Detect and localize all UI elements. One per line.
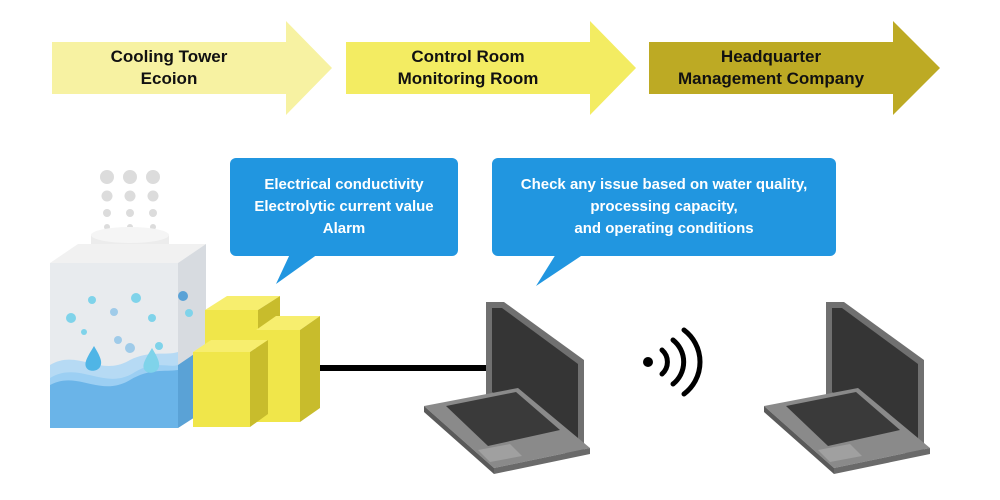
stage-arrow-control-room: [346, 21, 636, 115]
callout-line: processing capacity,: [590, 198, 738, 215]
callout-bubble-2: [492, 158, 836, 286]
callout-line: Alarm: [322, 220, 366, 237]
stage-title: Cooling Tower: [110, 47, 228, 66]
stage-label-headquarter: Headquarter Management Company: [653, 46, 889, 90]
callout-line: Check any issue based on water quality,: [520, 176, 808, 193]
laptop-icon: [764, 302, 930, 474]
callout-line: and operating conditions: [574, 220, 754, 237]
callout-text-2: Check any issue based on water quality, …: [492, 174, 836, 240]
stage-label-control-room: Control Room Monitoring Room: [350, 46, 586, 90]
ecoion-device-icon: [193, 296, 320, 427]
stage-title: Control Room: [411, 47, 525, 66]
stage-label-cooling-tower: Cooling Tower Ecoion: [56, 46, 282, 90]
stage-title: Headquarter: [720, 47, 822, 66]
stage-subtitle: Management Company: [677, 69, 865, 88]
laptop-icon: [424, 302, 590, 474]
stage-subtitle: Ecoion: [140, 69, 198, 88]
callout-text-1: Electrical conductivity Electrolytic cur…: [230, 174, 458, 240]
callout-line: Electrolytic current value: [254, 198, 434, 215]
stage-subtitle: Monitoring Room: [397, 69, 539, 88]
callout-line: Electrical conductivity: [264, 176, 424, 193]
cooling-tower-icon: [50, 170, 206, 428]
wireless-signal-icon: [643, 327, 703, 397]
stage-arrow-cooling-tower: [52, 21, 332, 115]
callout-bubble-1: [230, 158, 458, 284]
stage-arrow-headquarter: [649, 21, 940, 115]
